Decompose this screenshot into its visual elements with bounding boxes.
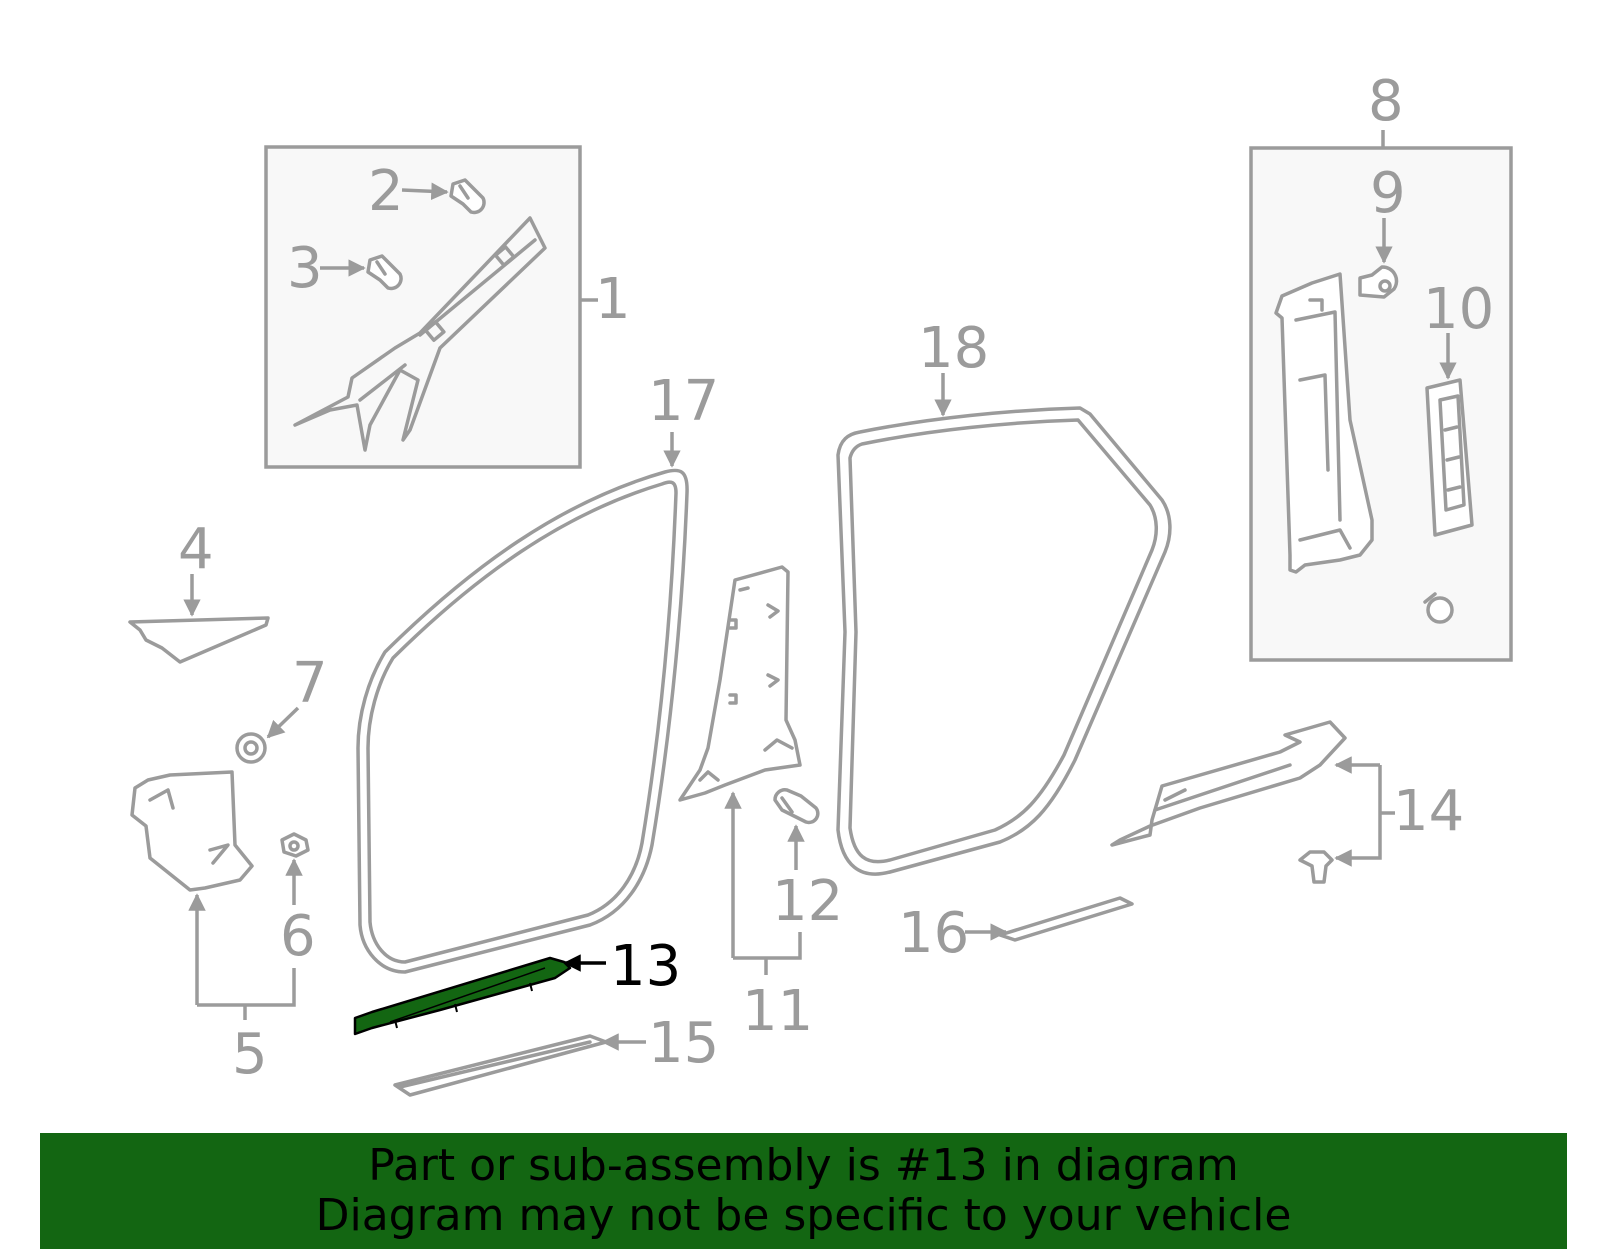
part-6-clip[interactable] (280, 832, 310, 858)
part-18-rear-door-weatherstrip[interactable] (836, 406, 1172, 876)
part-8-center-pillar-garnish[interactable] (1274, 272, 1374, 574)
callout-7: 7 (292, 651, 328, 716)
callout-17: 17 (648, 369, 719, 434)
callout-6: 6 (280, 904, 316, 969)
callout-13: 13 (610, 934, 681, 999)
banner-line-2: Diagram may not be specific to your vehi… (315, 1190, 1292, 1241)
callout-4: 4 (178, 517, 214, 582)
callout-12: 12 (772, 869, 843, 934)
callout-1: 1 (595, 267, 631, 332)
callout-5: 5 (232, 1022, 268, 1087)
part-1-pillar-garnish[interactable] (293, 216, 547, 452)
part-2-clip[interactable] (449, 178, 486, 215)
part-15-scuff-plate[interactable] (393, 1034, 608, 1097)
callout-2: 2 (368, 159, 404, 224)
part-14-rear-trim[interactable] (1110, 720, 1347, 847)
assembly-8-box (1249, 146, 1513, 662)
callout-14: 14 (1393, 779, 1464, 844)
part-8-small-clip[interactable] (1423, 592, 1454, 624)
callout-10: 10 (1423, 277, 1494, 342)
callout-3: 3 (287, 236, 323, 301)
part-4-garnish[interactable] (128, 616, 270, 664)
part-17-front-door-weatherstrip[interactable] (356, 468, 689, 974)
part-5-cowl-trim[interactable] (130, 770, 254, 892)
banner-line-1: Part or sub-assembly is #13 in diagram (368, 1140, 1239, 1191)
part-7-grommet[interactable] (235, 732, 267, 764)
part-12-clip[interactable] (773, 788, 820, 825)
info-banner: Part or sub-assembly is #13 in diagram D… (40, 1133, 1567, 1249)
callout-16: 16 (898, 901, 969, 966)
part-16-rear-scuff-plate[interactable] (998, 896, 1134, 942)
callout-8: 8 (1368, 69, 1404, 134)
part-10-pad[interactable] (1425, 378, 1474, 537)
callout-11: 11 (742, 979, 813, 1044)
part-3-clip[interactable] (366, 254, 403, 291)
part-11-pillar-lower-garnish[interactable] (678, 565, 802, 802)
part-9-clip[interactable] (1358, 265, 1399, 299)
callout-9: 9 (1370, 161, 1406, 226)
part-14-clip[interactable] (1298, 850, 1334, 884)
callout-18: 18 (918, 316, 989, 381)
callout-15: 15 (648, 1011, 719, 1076)
